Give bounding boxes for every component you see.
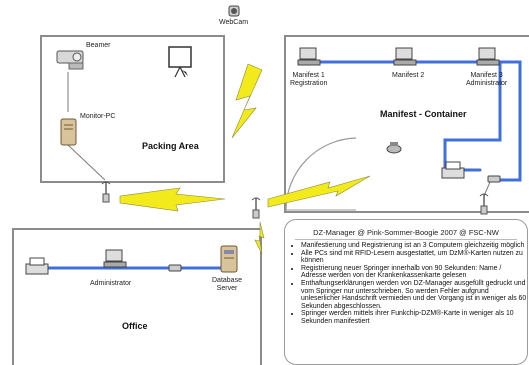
computer-icon	[393, 47, 417, 66]
manifest1-label: Manifest 1 Registration	[290, 72, 327, 88]
webcam-icon	[228, 5, 240, 17]
printer-icon	[441, 161, 465, 179]
info-divider	[295, 239, 517, 240]
manifest3-label: Manifest 3 Administrator	[466, 72, 507, 88]
database-server-label: Database Server	[212, 277, 242, 293]
db-line2: Server	[216, 285, 238, 292]
server-icon	[220, 245, 238, 273]
manifest1-line2: Registration	[290, 80, 328, 87]
info-box: DZ-Manager @ Pink-Sommer-Boogie 2007 @ F…	[284, 219, 528, 365]
office-room	[12, 228, 262, 365]
list-item: Springer werden mittels ihrer Funkchip-D…	[301, 310, 527, 325]
wifi-antenna-icon	[101, 181, 111, 203]
list-item: Registrierung neuer Springer innerhalb v…	[301, 265, 527, 280]
packing-area-title: Packing Area	[142, 141, 199, 151]
network-switch-icon	[168, 264, 182, 272]
wifi-antenna-icon	[251, 197, 261, 219]
monitor-pc-icon	[60, 118, 77, 146]
db-line1: Database	[212, 277, 242, 284]
manifest3-line2: Administrator	[466, 80, 508, 87]
office-title: Office	[122, 321, 148, 331]
lightning-webcam	[231, 63, 263, 139]
manifest1-line1: Manifest 1	[292, 72, 325, 79]
beamer-icon	[56, 50, 84, 70]
webcam-label: WebCam	[219, 19, 249, 26]
manifest-container-title: Manifest - Container	[380, 109, 467, 119]
phone-icon	[386, 142, 402, 154]
lightning-office	[254, 221, 265, 255]
lightning-packing	[119, 187, 226, 212]
list-item: Enthaftungserklärungen werden von DZ-Man…	[301, 280, 527, 310]
list-item: Alle PCs sind mit RFID-Lesern ausgestatt…	[301, 250, 527, 265]
manifest3-line1: Manifest 3	[470, 72, 503, 79]
beamer-label: Beamer	[86, 42, 111, 49]
manifest2-label: Manifest 2	[392, 72, 425, 79]
network-switch-icon	[487, 175, 501, 183]
wifi-antenna-icon	[479, 193, 489, 215]
administrator-label: Administrator	[90, 280, 132, 287]
printer-icon	[25, 257, 49, 275]
list-item: Manifestierung und Registrierung ist an …	[301, 242, 527, 250]
computer-icon	[103, 249, 127, 268]
projection-screen-icon	[168, 46, 192, 78]
monitor-pc-label: Monitor-PC	[80, 113, 116, 120]
lightning-manifest	[267, 175, 371, 208]
info-title: DZ-Manager @ Pink-Sommer-Boogie 2007 @ F…	[313, 228, 499, 237]
computer-icon	[476, 47, 500, 66]
info-bullets: Manifestierung und Registrierung ist an …	[285, 242, 527, 326]
computer-icon	[297, 47, 321, 66]
